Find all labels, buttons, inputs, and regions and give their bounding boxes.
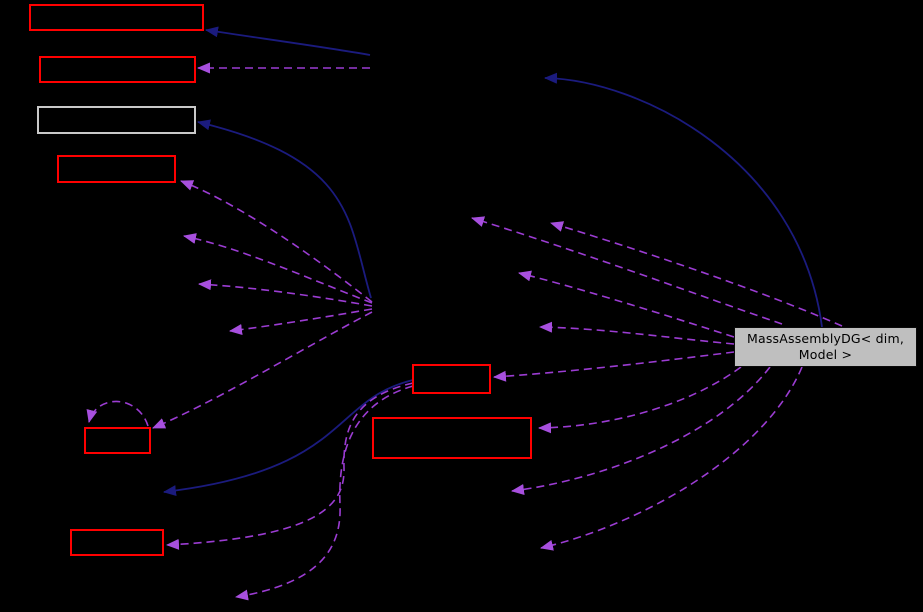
- edge-to-top3-solid: [197, 119, 372, 299]
- node-middle-small[interactable]: [412, 364, 491, 394]
- node-bottom[interactable]: [70, 529, 164, 556]
- edge-focus-sw2-dashed: [540, 366, 803, 551]
- node-top-4[interactable]: [57, 155, 176, 183]
- node-middle-large[interactable]: [372, 417, 532, 459]
- edge-fan-3-dashed: [198, 279, 373, 307]
- edge-fan-4-dashed: [229, 308, 373, 335]
- edge-focus-sw1-dashed: [511, 366, 771, 495]
- node-massassemblydg-focus: MassAssemblyDG< dim, Model >: [734, 327, 917, 367]
- node-top-1[interactable]: [29, 4, 204, 31]
- edge-focus-nw2-dashed: [471, 216, 783, 325]
- edge-selfloop-dashed: [86, 400, 149, 427]
- edge-to-top1-solid: [205, 26, 371, 56]
- node-top-2[interactable]: [39, 56, 196, 83]
- edge-focus-nw1-dashed: [550, 221, 843, 327]
- edge-to-selfloop-dashed: [152, 311, 373, 429]
- edge-to-top4-dashed: [180, 180, 373, 303]
- focus-node-label-line2: Model >: [798, 347, 853, 362]
- focus-node-label-line1: MassAssemblyDG< dim,: [746, 331, 905, 346]
- edge-fan-2-dashed: [183, 233, 373, 304]
- edge-focus-w-dashed: [539, 321, 735, 345]
- edge-midsmall-bottom-dashed: [166, 382, 414, 550]
- node-top-3[interactable]: [37, 106, 196, 134]
- edge-midsmall-left-solid: [163, 379, 414, 497]
- node-selfloop[interactable]: [84, 427, 151, 454]
- edge-focus-midsmall-dashed: [493, 351, 735, 382]
- edge-focus-nw3-dashed: [518, 270, 735, 338]
- edge-focus-midlarge-dashed: [538, 366, 742, 434]
- edge-focus-up-solid: [544, 72, 823, 328]
